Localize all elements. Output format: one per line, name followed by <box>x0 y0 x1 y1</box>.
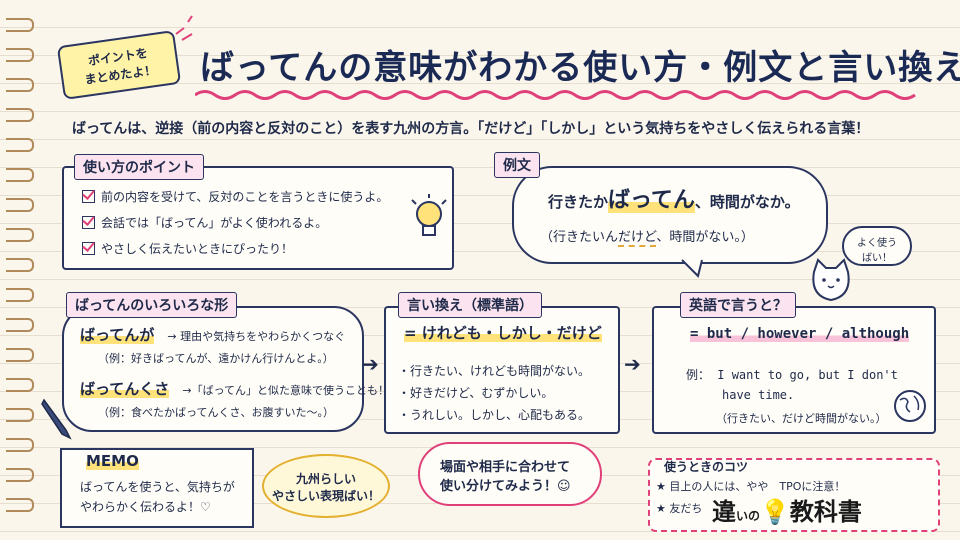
example-sentence: 行きたかばってん、時間がなか。 <box>548 188 800 213</box>
tips-label: 使うときのコツ <box>664 460 749 474</box>
standard-example: ・行きたい、けれども時間がない。 <box>398 364 591 378</box>
cloud-tail <box>681 259 703 278</box>
lightbulb-icon <box>411 194 447 236</box>
english-example-line2: have time. <box>722 388 795 402</box>
english-label: 英語で言うと？ <box>680 292 796 318</box>
page-title: ばってんの意味がわかる使い方・例文と言い換え <box>200 48 960 88</box>
example-keyword: ばってん <box>608 188 695 213</box>
usage-item: 会話では「ばってん」がよく使われるよ。 <box>82 214 327 231</box>
pen-icon <box>41 398 72 440</box>
summary-badge: ポイントを まとめたよ！ <box>56 30 182 100</box>
arrow-right-icon: ➔ <box>624 352 641 376</box>
usage-item: やさしく伝えたいときにぴったり！ <box>82 240 293 257</box>
lightbulb-icon: 💡 <box>760 498 790 526</box>
check-icon <box>82 190 95 203</box>
example-label: 例文 <box>494 152 540 178</box>
site-logo: 違いの💡教科書 <box>706 492 868 527</box>
form-example: （例：好きばってんが、遠かけん行けんとよ。） <box>98 352 334 365</box>
usage-box <box>62 166 454 270</box>
memo-label: MEMO <box>86 452 139 470</box>
check-icon <box>82 242 95 255</box>
usage-item: 前の内容を受けて、反対のことを言うときに使うよ。 <box>82 188 388 205</box>
example-translation: （行きたいんだけど、時間がない。） <box>540 230 754 247</box>
tips-item: ★ 目上の人には、やや TPOに注意！ <box>656 480 846 493</box>
sparkle-icon <box>175 15 193 41</box>
english-translation: （行きたい、だけど時間がない。） <box>716 412 887 425</box>
cat-speech-bubble: よく使うばい！ <box>842 226 912 266</box>
example-cloud <box>512 166 828 264</box>
memo-note <box>60 448 254 528</box>
standard-label: 言い換え（標準語） <box>398 292 542 318</box>
english-main: = but / however / although <box>690 326 910 342</box>
standard-main: = けれども・しかし・だけど <box>404 324 602 342</box>
memo-line: やわらかく伝わるよ！♡ <box>80 500 211 514</box>
title-underline-wave <box>195 90 916 100</box>
standard-example: ・好きだけど、むずかしい。 <box>398 386 554 400</box>
memo-line: ばってんを使うと、気持ちが <box>80 480 235 494</box>
form-item-battenkusa: ばってんくさ →「ばってん」と似た意味で使うことも！ <box>80 380 390 398</box>
english-example-line1: 例： I want to go, but I don't <box>686 368 898 382</box>
intro-text: ばってんは、逆接（前の内容と反対のこと）を表す九州の方言。「だけど」「しかし」と… <box>72 121 870 137</box>
spiral-binding <box>0 0 40 540</box>
globe-icon <box>894 390 926 422</box>
cat-icon <box>812 258 850 302</box>
check-icon <box>82 216 95 229</box>
standard-example: ・うれしい。しかし、心配もある。 <box>398 408 591 422</box>
kyushu-bubble: 九州らしいやさしい表現ばい！ <box>262 454 390 518</box>
form-item-bagatte: ばってんが → 理由や気持ちをやわらかくつなぐ <box>80 326 346 344</box>
arrow-right-icon: ➔ <box>362 352 379 376</box>
form-example: （例：食べたかばってんくさ、お腹すいた〜。） <box>98 406 334 419</box>
tips-item: ★ 友だち <box>656 502 703 515</box>
usage-label: 使い方のポイント <box>74 154 204 180</box>
forms-label: ばってんのいろいろな形 <box>66 292 238 318</box>
scene-bubble: 場面や相手に合わせて使い分けてみよう！☺ <box>418 442 602 506</box>
